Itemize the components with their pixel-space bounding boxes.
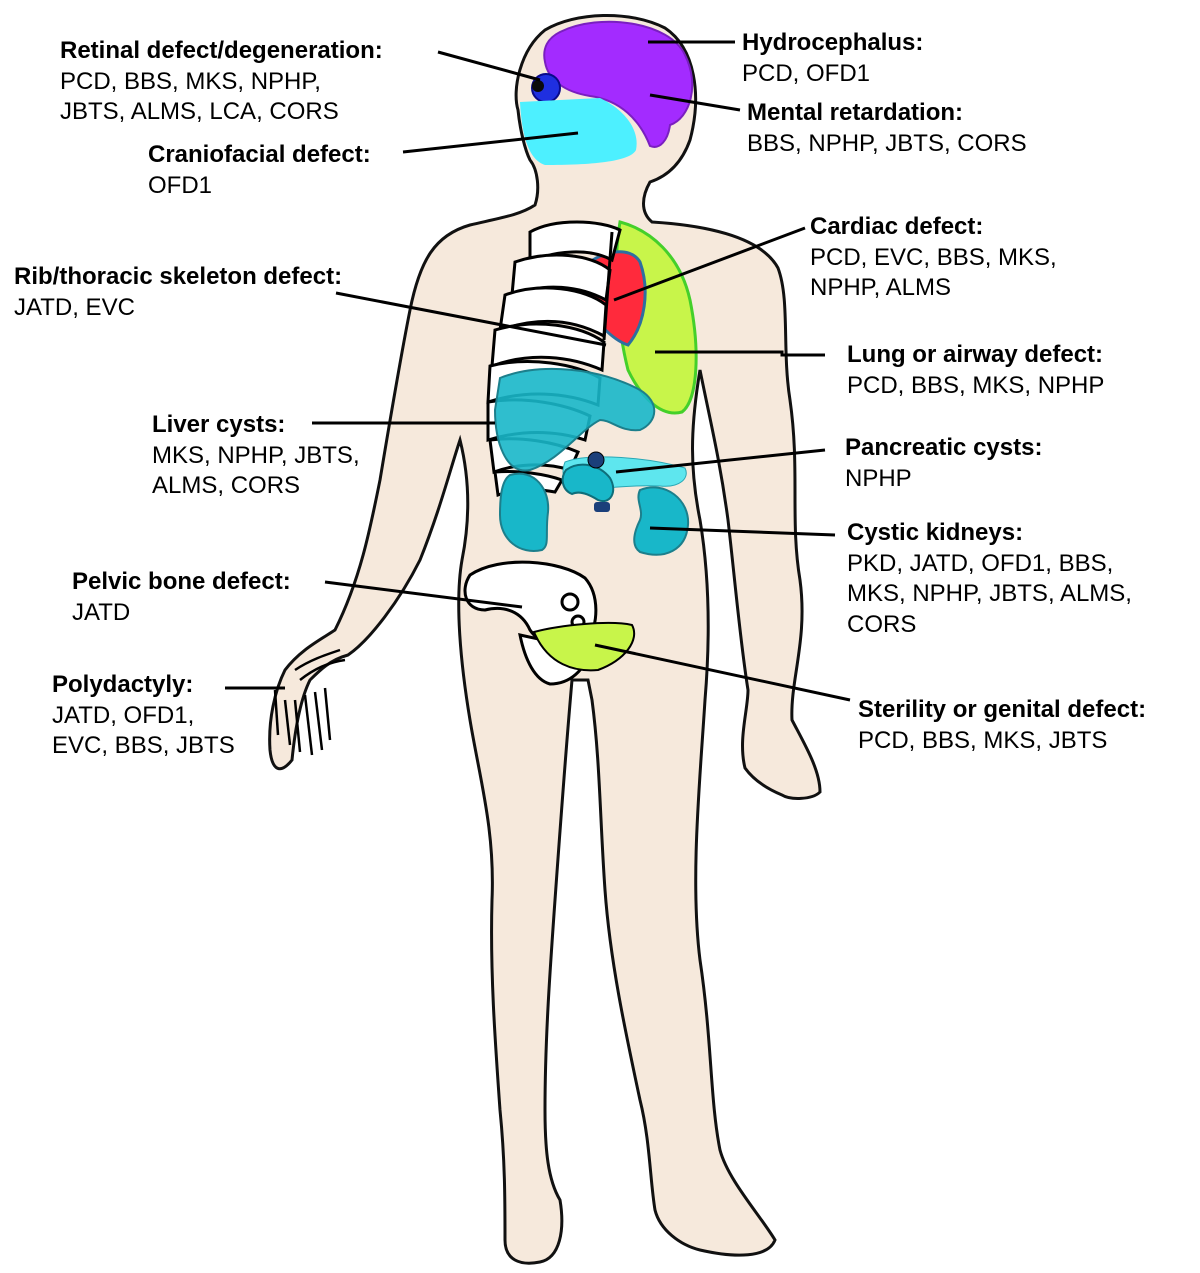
label-polydactyly: Polydactyly: JATD, OFD1, EVC, BBS, JBTS <box>52 670 235 762</box>
label-liver: Liver cysts: MKS, NPHP, JBTS, ALMS, CORS <box>152 410 360 502</box>
label-kidney: Cystic kidneys: PKD, JATD, OFD1, BBS, MK… <box>847 518 1132 641</box>
label-retinal: Retinal defect/degeneration: PCD, BBS, M… <box>60 36 383 128</box>
kidney-right <box>633 486 690 556</box>
label-pancreatic: Pancreatic cysts: NPHP <box>845 433 1042 494</box>
label-kidney-diseases: PKD, JATD, OFD1, BBS, MKS, NPHP, JBTS, A… <box>847 549 1132 639</box>
eye-pupil <box>532 80 544 92</box>
label-liver-title: Liver cysts: <box>152 411 286 438</box>
label-craniofacial-title: Craniofacial defect: <box>148 141 371 168</box>
label-lung-title: Lung or airway defect: <box>847 341 1104 368</box>
label-pelvic: Pelvic bone defect: JATD <box>72 567 291 628</box>
label-rib-title: Rib/thoracic skeleton defect: <box>14 263 343 290</box>
hand-bones <box>273 648 346 756</box>
leader-lines <box>225 40 851 702</box>
label-retinal-title: Retinal defect/degeneration: <box>60 37 383 64</box>
label-craniofacial-diseases: OFD1 <box>148 171 213 199</box>
label-pancreatic-diseases: NPHP <box>845 464 912 492</box>
label-polydactyly-title: Polydactyly: <box>52 671 194 698</box>
label-cardiac-diseases: PCD, EVC, BBS, MKS, NPHP, ALMS <box>810 243 1057 302</box>
adrenal <box>594 502 610 512</box>
label-pancreatic-title: Pancreatic cysts: <box>845 434 1043 461</box>
label-sterility-title: Sterility or genital defect: <box>858 696 1147 723</box>
label-craniofacial: Craniofacial defect: OFD1 <box>148 140 371 201</box>
gallbladder <box>587 451 605 469</box>
label-hydrocephalus: Hydrocephalus: PCD, OFD1 <box>742 28 923 89</box>
label-kidney-title: Cystic kidneys: <box>847 519 1024 546</box>
label-liver-diseases: MKS, NPHP, JBTS, ALMS, CORS <box>152 441 360 500</box>
label-pelvic-title: Pelvic bone defect: <box>72 568 291 595</box>
brain <box>543 20 694 148</box>
label-rib: Rib/thoracic skeleton defect: JATD, EVC <box>14 262 342 323</box>
label-retinal-diseases: PCD, BBS, MKS, NPHP, JBTS, ALMS, LCA, CO… <box>60 67 339 126</box>
label-rib-diseases: JATD, EVC <box>14 293 135 321</box>
label-mental-diseases: BBS, NPHP, JBTS, CORS <box>747 129 1027 157</box>
label-sterility: Sterility or genital defect: PCD, BBS, M… <box>858 695 1146 756</box>
label-cardiac: Cardiac defect: PCD, EVC, BBS, MKS, NPHP… <box>810 212 1057 304</box>
label-cardiac-title: Cardiac defect: <box>810 213 984 240</box>
label-pelvic-diseases: JATD <box>72 598 131 626</box>
label-polydactyly-diseases: JATD, OFD1, EVC, BBS, JBTS <box>52 701 235 760</box>
label-hydrocephalus-diseases: PCD, OFD1 <box>742 59 871 87</box>
label-lung: Lung or airway defect: PCD, BBS, MKS, NP… <box>847 340 1104 401</box>
label-mental-title: Mental retardation: <box>747 99 964 126</box>
label-mental: Mental retardation: BBS, NPHP, JBTS, COR… <box>747 98 1027 159</box>
face <box>520 98 637 165</box>
liver <box>493 367 656 472</box>
pancreas-duct <box>561 463 615 503</box>
label-lung-diseases: PCD, BBS, MKS, NPHP <box>847 371 1105 399</box>
kidney-left <box>498 472 550 552</box>
label-hydrocephalus-title: Hydrocephalus: <box>742 29 924 56</box>
label-sterility-diseases: PCD, BBS, MKS, JBTS <box>858 726 1108 754</box>
genital-region <box>532 621 636 672</box>
